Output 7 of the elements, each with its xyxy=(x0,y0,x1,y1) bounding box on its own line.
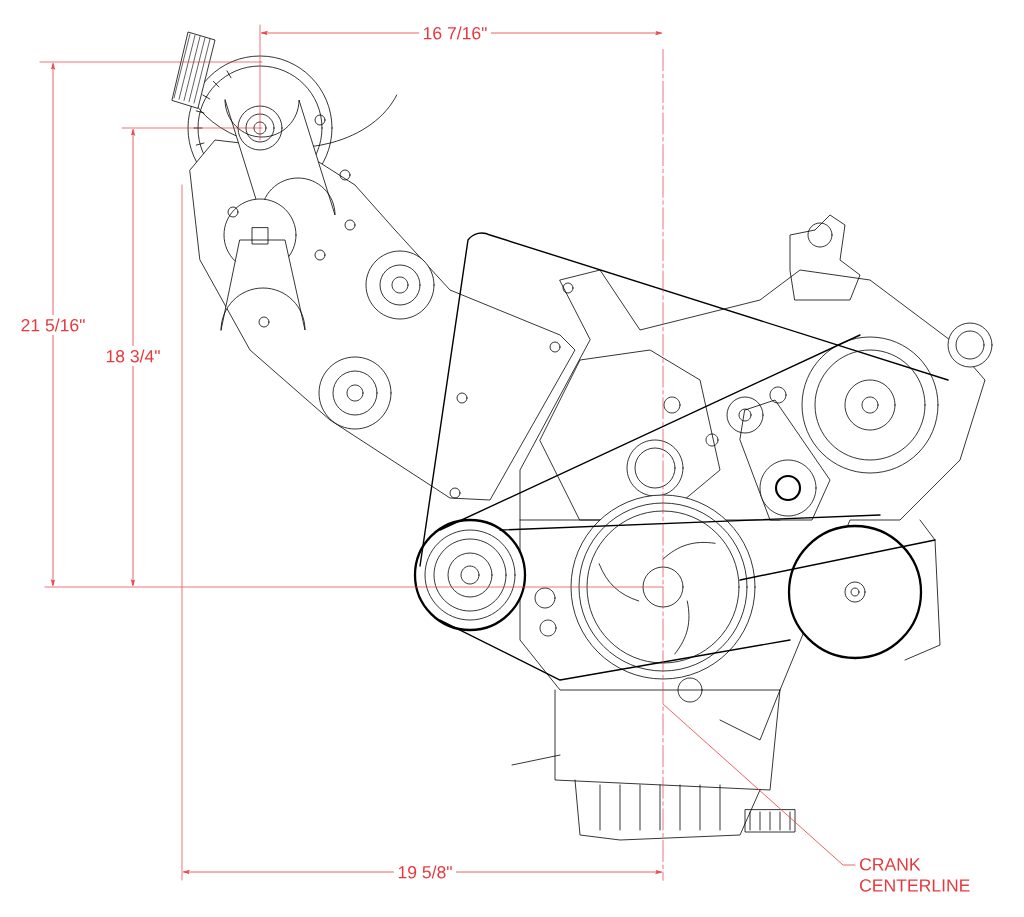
dimension-label: 16 7/16" xyxy=(419,23,491,43)
dimension-label: 21 5/16" xyxy=(17,315,89,335)
dimension-label: 19 5/8" xyxy=(393,862,457,882)
leader-line xyxy=(662,703,856,866)
dimension-label: 18 3/4" xyxy=(101,346,165,366)
centerline xyxy=(662,49,664,881)
callout-text: CRANK CENTERLINE xyxy=(860,858,970,892)
